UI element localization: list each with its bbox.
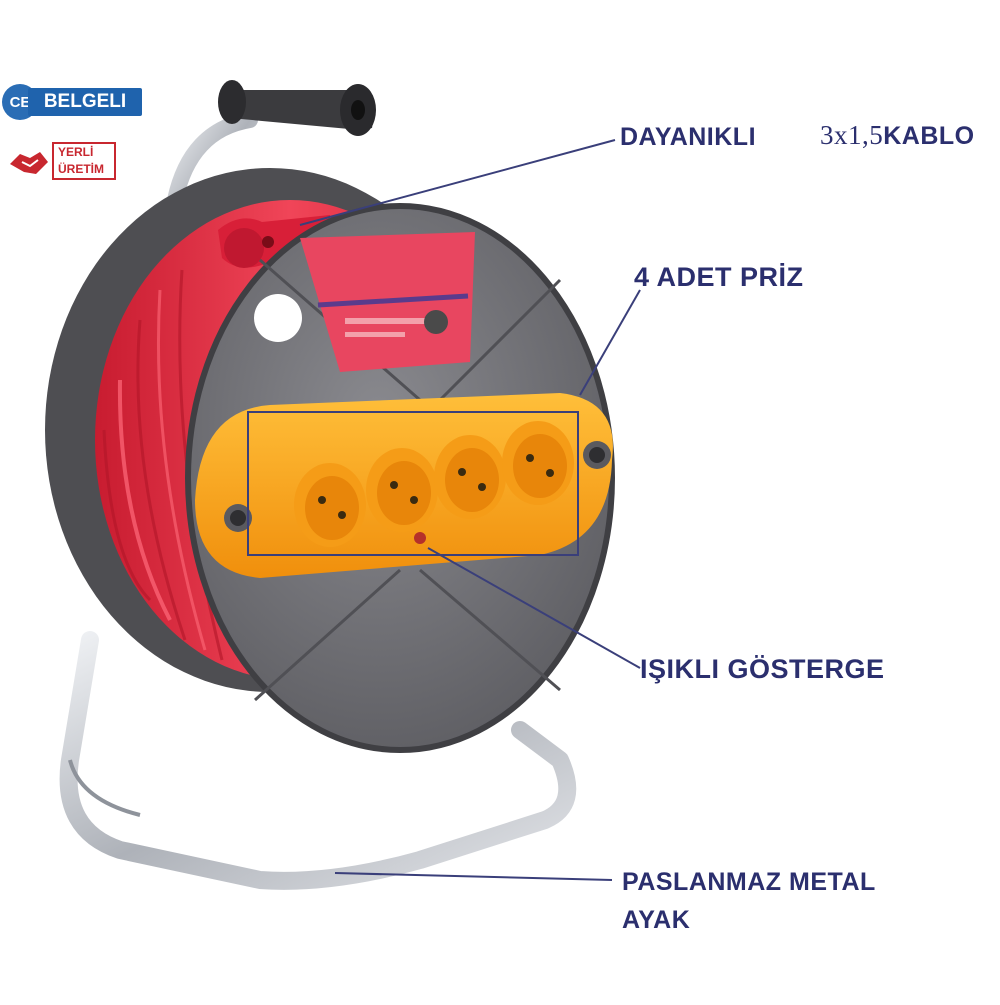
handshake-icon bbox=[10, 152, 48, 174]
callout-line-stand bbox=[334, 872, 613, 881]
product-label-sticker bbox=[254, 232, 475, 372]
handle-grip bbox=[218, 80, 376, 136]
socket-1 bbox=[294, 463, 366, 547]
indicator-light bbox=[414, 532, 426, 544]
socket-2 bbox=[366, 448, 438, 532]
socket-highlight-box bbox=[247, 411, 579, 556]
socket-strip bbox=[195, 393, 613, 578]
local-production-badge: YERLİ ÜRETİM bbox=[8, 140, 120, 184]
callout-stand-line-2: AYAK bbox=[622, 906, 691, 934]
callout-lines bbox=[299, 139, 641, 881]
socket-3 bbox=[434, 435, 506, 519]
yerli-uretim-label: YERLİ ÜRETİM bbox=[52, 142, 116, 180]
callout-indicator: IŞIKLI GÖSTERGE bbox=[640, 654, 885, 684]
callout-line-sockets bbox=[579, 289, 641, 396]
callout-stand-line-1: PASLANMAZ METAL bbox=[622, 868, 876, 896]
socket-4 bbox=[502, 421, 574, 505]
cable-word: KABLO bbox=[883, 122, 975, 150]
belgeli-label: BELGELI bbox=[28, 88, 142, 116]
yerli-line-1: YERLİ bbox=[58, 145, 94, 159]
callout-cable: 3x1,5KABLO bbox=[820, 122, 975, 149]
yerli-line-2: ÜRETİM bbox=[58, 162, 104, 176]
callout-line-indicator bbox=[427, 547, 641, 669]
callout-durable: DAYANIKLI bbox=[620, 123, 757, 151]
cable-spec: 3x1,5 bbox=[820, 120, 884, 150]
ce-certified-badge: CE BELGELI bbox=[2, 84, 144, 120]
callout-sockets: 4 ADET PRİZ bbox=[634, 262, 804, 292]
red-plug bbox=[218, 215, 335, 268]
callout-line-cable bbox=[299, 139, 616, 226]
